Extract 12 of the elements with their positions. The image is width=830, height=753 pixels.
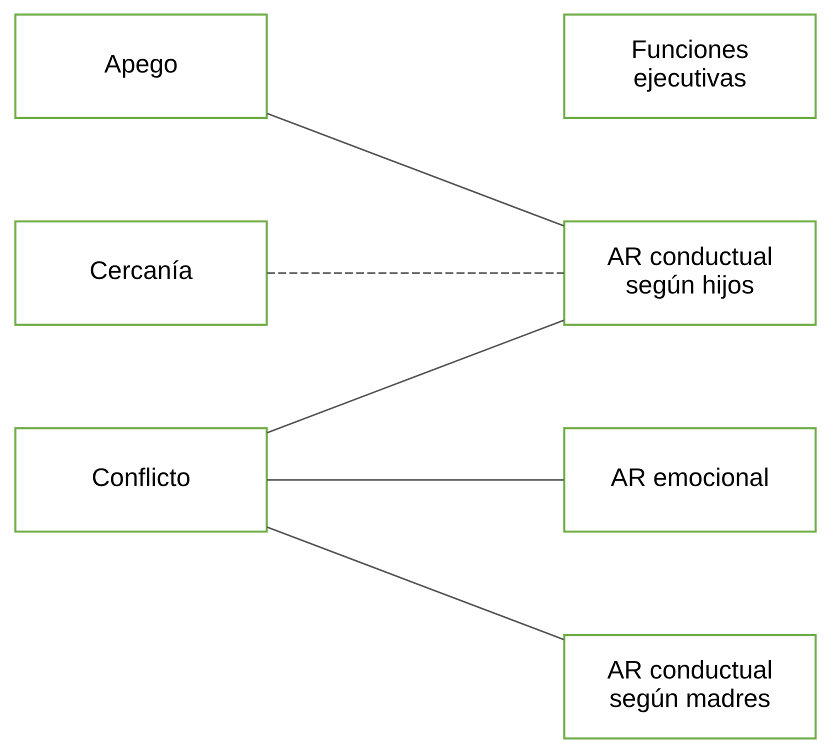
node-box: AR emocional <box>562 427 816 533</box>
node-box: AR conductual según hijos <box>562 220 816 326</box>
node-box: Cercanía <box>14 220 268 326</box>
node-box: Funciones ejecutivas <box>562 14 816 119</box>
node-box: AR conductual según madres <box>562 634 816 740</box>
node-box: Apego <box>14 14 268 119</box>
connector <box>266 320 564 434</box>
connector <box>266 479 564 481</box>
connector <box>266 272 564 274</box>
node-box: Conflicto <box>14 427 268 533</box>
connector <box>266 526 564 640</box>
connector <box>266 112 564 227</box>
